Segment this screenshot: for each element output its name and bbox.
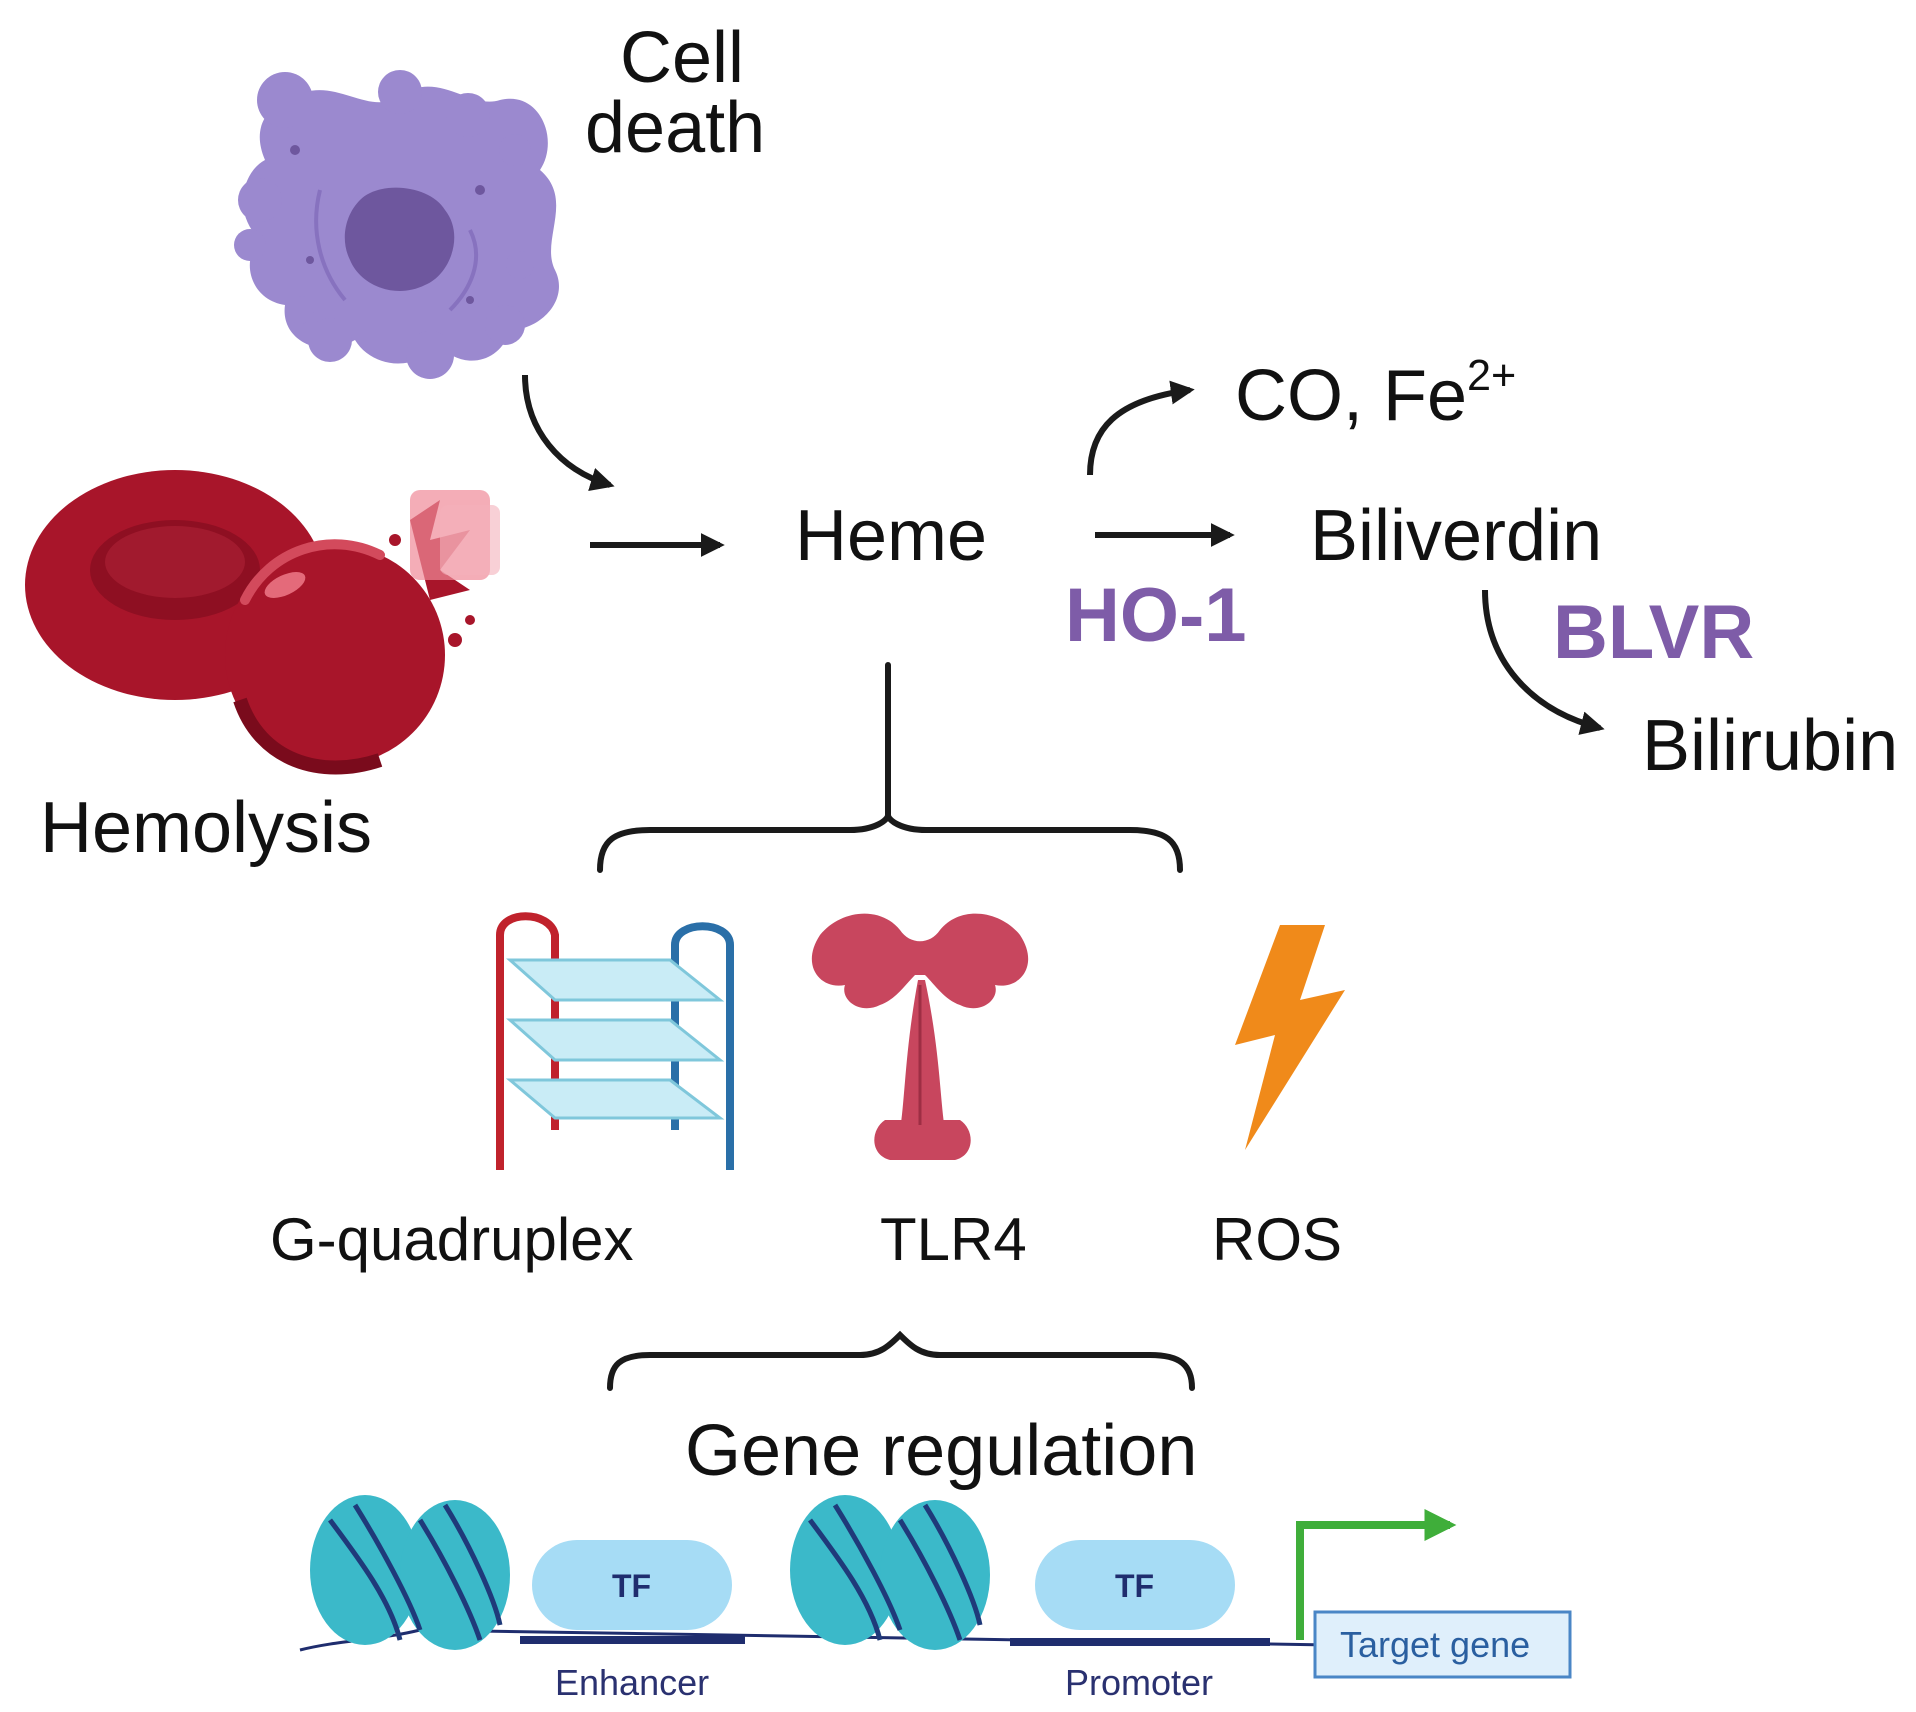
ros-label: ROS (1212, 1206, 1343, 1273)
ruptured-cell-icon (225, 490, 500, 775)
nucleosome-icon (310, 1495, 510, 1650)
tf-blob-1 (532, 1540, 732, 1630)
co-fe-label: CO, Fe2+ (1235, 352, 1517, 432)
nucleosome-icon (790, 1495, 990, 1650)
arrow-biliverdin-to-bilirubin (1482, 589, 1605, 735)
biliverdin-label: Biliverdin (1310, 496, 1603, 576)
gene-regulation-bracket (607, 1330, 1195, 1391)
tlr4-label: TLR4 (880, 1206, 1027, 1273)
dying-cell-icon (234, 70, 559, 379)
g-quadruplex-label: G-quadruplex (270, 1206, 634, 1273)
co-fe-text: CO, Fe (1235, 356, 1468, 437)
tf-label-1: TF (612, 1568, 652, 1604)
target-gene-label: Target gene (1340, 1624, 1531, 1665)
gene-regulation-label: Gene regulation (685, 1411, 1198, 1491)
target-gene-box (1313, 1610, 1572, 1679)
ho1-enzyme-label: HO-1 (1065, 573, 1247, 658)
heme-label: Heme (795, 496, 988, 576)
hemolysis-label: Hemolysis (40, 788, 373, 868)
tlr4-icon (811, 913, 1029, 1160)
blvr-enzyme-label: BLVR (1553, 590, 1755, 675)
arrow-heme-to-co-fe (1087, 380, 1195, 476)
g-quadruplex-icon (496, 912, 734, 1170)
enhancer-label: Enhancer (555, 1662, 710, 1703)
cell-death-label-line1: Cell (620, 18, 745, 98)
tf-blob-2 (1035, 1540, 1235, 1630)
cell-death-label-line2: death (585, 88, 766, 168)
bilirubin-label: Bilirubin (1642, 706, 1899, 786)
transcription-start-arrow (1296, 1509, 1457, 1640)
red-blood-cell-icon (25, 470, 325, 700)
heme-bracket (597, 662, 1183, 873)
tf-label-2: TF (1115, 1568, 1155, 1604)
ros-icon (1235, 925, 1345, 1150)
promoter-label: Promoter (1065, 1662, 1214, 1703)
arrow-celldeath-to-heme (522, 374, 615, 491)
fe-charge: 2+ (1467, 352, 1517, 400)
